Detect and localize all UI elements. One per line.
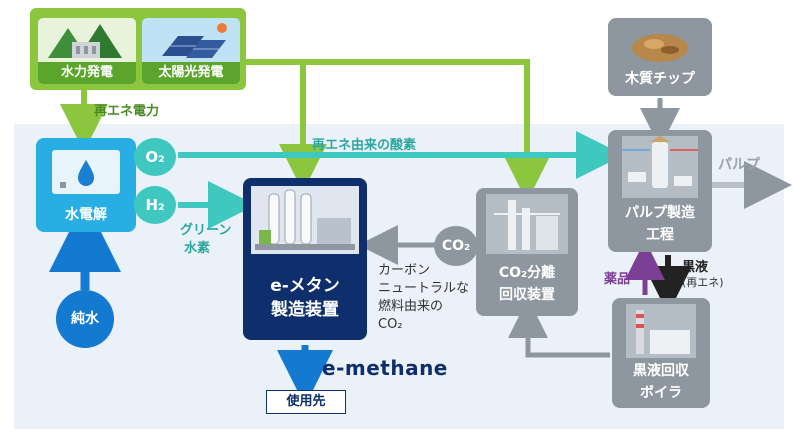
emethane-label-line1: e-メタン [270, 276, 340, 296]
pulp-output-label: パルプ [718, 157, 760, 173]
hydro-dam-icon [48, 24, 122, 58]
wood-chips-box: 木質チップ [608, 18, 712, 96]
wood-chips-label: 木質チップ [625, 71, 695, 87]
pulp-process-line1: パルプ製造 [625, 205, 695, 221]
pulp-process-box: パルプ製造 工程 [608, 130, 712, 252]
boiler-line1: 黒液回収 [633, 363, 689, 379]
carbon-neutral-line1: カーボン [378, 263, 431, 278]
h2-badge: H₂ [134, 186, 176, 224]
power-to-co2-capture-arrow [246, 59, 551, 202]
pulp-process-line2: 工程 [646, 227, 674, 243]
emethane-label-line2: 製造装置 [271, 300, 339, 320]
green-hydrogen-line2: 水素 [184, 241, 211, 256]
co2-badge: CO₂ [434, 226, 478, 266]
emethane-unit-label: e-メタン 製造装置 [243, 274, 367, 322]
co2-capture-line2: 回収装置 [499, 287, 555, 303]
pure-water-badge: 純水 [56, 290, 114, 348]
co2-capture-line1: CO₂分離 [498, 265, 556, 281]
pulp-digester-icon [622, 136, 698, 198]
hydro-power-label: 水力発電 [38, 62, 136, 84]
green-hydrogen-label: グリーン 水素 [180, 222, 231, 258]
wood-chips-icon [632, 34, 688, 62]
solar-panel-icon [162, 23, 227, 58]
solar-power-card: 太陽光発電 [142, 18, 240, 84]
carbon-neutral-line3: 燃料由来の [378, 299, 444, 314]
oxygen-flow-label: 再エネ由来の酸素 [312, 138, 417, 153]
emethane-plant-icon [251, 186, 359, 254]
o2-badge: O₂ [134, 138, 176, 176]
co2-capture-box: CO₂分離 回収装置 [476, 188, 578, 316]
co2-capture-label: CO₂分離 回収装置 [476, 262, 578, 306]
carbon-neutral-line2: ニュートラルな [378, 281, 470, 296]
emethane-logo: e-methane [322, 356, 448, 380]
use-destination-label: 使用先 [266, 390, 346, 414]
boiler-chimney-icon [626, 304, 696, 358]
carbon-neutral-line4: CO₂ [378, 317, 403, 332]
hydro-power-card: 水力発電 [38, 18, 136, 84]
electrolysis-box: 水電解 [36, 138, 136, 232]
pulp-process-label: パルプ製造 工程 [608, 202, 712, 246]
chemicals-label: 薬品 [604, 272, 631, 287]
electrolysis-label: 水電解 [65, 207, 107, 223]
black-liquor-sub-label: (再エネ) [682, 276, 724, 289]
carbon-neutral-label: カーボン ニュートラルな 燃料由来の CO₂ [378, 262, 469, 334]
electrolyzer-icon [52, 150, 120, 194]
boiler-line2: ボイラ [640, 385, 682, 401]
emethane-unit-box: e-メタン 製造装置 [243, 178, 367, 340]
boiler-to-co2-arrow [508, 298, 610, 358]
co2-capture-plant-icon [486, 194, 568, 254]
renewable-power-label: 再エネ電力 [94, 104, 160, 119]
green-hydrogen-line1: グリーン [180, 223, 232, 238]
solar-power-label: 太陽光発電 [142, 62, 240, 84]
black-liquor-label: 黒液 [682, 260, 709, 275]
black-liquor-boiler-box: 黒液回収 ボイラ [612, 298, 710, 408]
boiler-label: 黒液回収 ボイラ [612, 360, 710, 404]
